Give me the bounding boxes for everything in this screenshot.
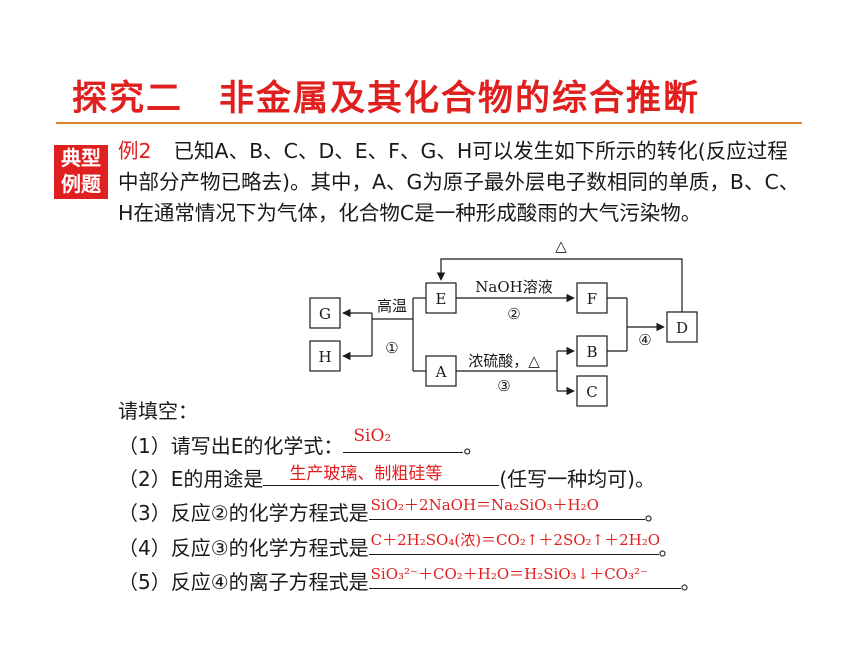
title-divider xyxy=(56,122,802,124)
title-part2: 非金属及其化合物的综合推断 xyxy=(219,79,701,119)
title-part1: 探究二 xyxy=(72,79,184,119)
answer-3: SiO₂＋2NaOH＝Na₂SiO₃＋H₂O xyxy=(370,496,599,514)
arrow-d-to-e xyxy=(436,258,683,312)
node-h: H xyxy=(318,348,331,366)
node-c: C xyxy=(586,383,597,401)
answer-blank-1: SiO₂ xyxy=(343,426,464,453)
cond-acid: 浓硫酸，△ xyxy=(468,352,540,370)
answer-blank-2: 生产玻璃、制粗硅等 xyxy=(263,463,500,486)
node-box-c xyxy=(576,375,608,407)
example-label: 例2 xyxy=(118,139,152,163)
step-2-label: ② xyxy=(507,305,520,323)
answer-5: SiO₃²⁻＋CO₂＋H₂O＝H₂SiO₃↓＋CO₃²⁻ xyxy=(370,565,648,583)
node-d: D xyxy=(676,319,688,337)
problem-text: 已知A、B、C、D、E、F、G、H可以发生如下所示的转化(反应过程中部分产物已略… xyxy=(118,139,800,225)
node-e: E xyxy=(436,290,447,308)
badge-line2: 例题 xyxy=(61,172,101,196)
reaction-diagram: G H E A F B C D △ 高温 ① NaOH溶液 ② 浓硫酸，△ ③ … xyxy=(309,237,698,407)
step-4-label: ④ xyxy=(638,331,651,349)
answer-2: 生产玻璃、制粗硅等 xyxy=(289,464,443,484)
node-f: F xyxy=(587,290,597,308)
page-title: 探究二非金属及其化合物的综合推断 xyxy=(72,70,700,121)
step-3-label: ③ xyxy=(497,377,510,395)
example-badge: 典型 例题 xyxy=(54,145,108,199)
question-1: （1）请写出E的化学式：SiO₂。 xyxy=(118,426,484,458)
cond-heat-top: △ xyxy=(555,237,567,255)
node-g: G xyxy=(319,305,331,323)
cond-high-temp: 高温 xyxy=(377,297,407,315)
answer-1: SiO₂ xyxy=(353,426,392,446)
cond-naoh: NaOH溶液 xyxy=(475,278,552,296)
node-box-g xyxy=(309,297,341,329)
node-box-h xyxy=(309,340,341,372)
node-b: B xyxy=(586,343,597,361)
answer-blank-5: SiO₃²⁻＋CO₂＋H₂O＝H₂SiO₃↓＋CO₃²⁻ xyxy=(368,565,681,589)
badge-line1: 典型 xyxy=(61,146,101,170)
question-2: （2）E的用途是生产玻璃、制粗硅等(任写一种均可)。 xyxy=(118,463,655,495)
answer-blank-4: C＋2H₂SO₄(浓)＝CO₂↑＋2SO₂↑＋2H₂O xyxy=(368,531,661,555)
answer-blank-3: SiO₂＋2NaOH＝Na₂SiO₃＋H₂O xyxy=(368,496,645,520)
answer-4: C＋2H₂SO₄(浓)＝CO₂↑＋2SO₂↑＋2H₂O xyxy=(370,531,661,549)
questions-intro: 请填空： xyxy=(118,399,198,423)
node-a: A xyxy=(435,363,447,381)
step-1-label: ① xyxy=(385,339,398,357)
